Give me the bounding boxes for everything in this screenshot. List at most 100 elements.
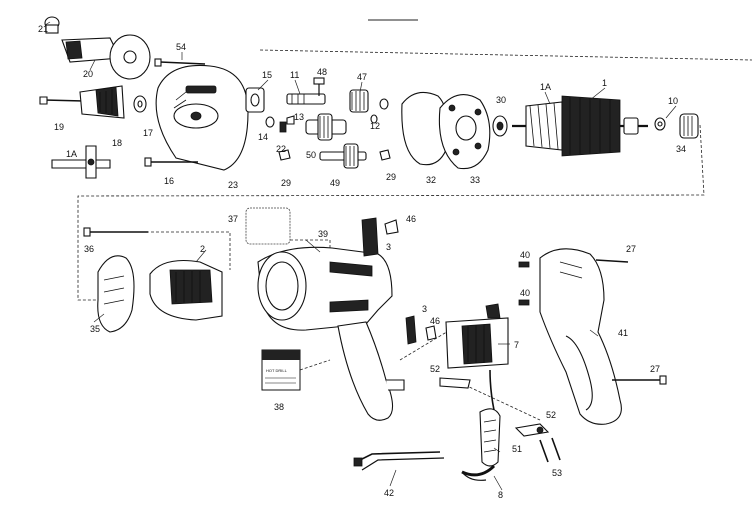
label-2: 2 bbox=[200, 244, 205, 254]
part-51-cord-guard bbox=[479, 408, 501, 467]
label-27b: 27 bbox=[650, 364, 660, 374]
part-27-screw-lower bbox=[612, 375, 667, 385]
part-37-label bbox=[245, 207, 291, 245]
assembly-line-top bbox=[259, 49, 752, 61]
label-1: 1 bbox=[602, 78, 607, 88]
part-35-baffle bbox=[97, 255, 135, 333]
label-17: 17 bbox=[143, 128, 153, 138]
part-42-lead bbox=[353, 451, 445, 471]
label-11: 11 bbox=[290, 70, 299, 80]
label-52a: 52 bbox=[430, 364, 440, 374]
part-16-screw bbox=[144, 157, 198, 167]
label-16: 16 bbox=[164, 176, 174, 186]
part-19-screw bbox=[39, 96, 85, 105]
part-40-screw-lower bbox=[518, 299, 530, 306]
label-7: 7 bbox=[514, 340, 519, 350]
part-46-brush-lower bbox=[425, 325, 437, 341]
label-1a-key: 1A bbox=[66, 149, 77, 159]
part-15-bearing bbox=[245, 87, 265, 113]
part-34-bearing bbox=[679, 113, 699, 139]
part-50-gear bbox=[305, 113, 347, 141]
part-18-chuck bbox=[79, 85, 125, 119]
label-49: 49 bbox=[330, 178, 340, 188]
label-10: 10 bbox=[668, 96, 678, 106]
part-20-side-handle bbox=[61, 34, 151, 80]
part-1-armature bbox=[512, 95, 648, 157]
assembly-line-38 bbox=[299, 359, 331, 371]
part-10-washer bbox=[654, 117, 666, 131]
label-19: 19 bbox=[54, 122, 64, 132]
label-27a: 27 bbox=[626, 244, 636, 254]
label-35: 35 bbox=[90, 324, 100, 334]
part-1a-chuck-key bbox=[51, 145, 111, 179]
label-3a: 3 bbox=[386, 242, 391, 252]
part-54-screw bbox=[154, 58, 206, 67]
part-41-handle-half bbox=[539, 248, 622, 425]
part-49-shaft bbox=[319, 143, 367, 169]
label-38: 38 bbox=[274, 402, 284, 412]
label-12: 12 bbox=[370, 121, 380, 131]
part-27-screw-upper bbox=[595, 259, 629, 263]
label-8: 8 bbox=[498, 490, 503, 500]
label-29b: 29 bbox=[386, 172, 396, 182]
part-3-brush-holder-upper bbox=[361, 217, 379, 257]
part-29-clip-right bbox=[379, 149, 391, 161]
part-21-knob bbox=[44, 16, 60, 34]
part-48-screw bbox=[313, 77, 325, 96]
label-14: 14 bbox=[258, 132, 268, 142]
label-13: 13 bbox=[294, 112, 304, 122]
part-30-bearing bbox=[492, 115, 508, 137]
label-42: 42 bbox=[384, 488, 394, 498]
label-15: 15 bbox=[262, 70, 272, 80]
part-14-washer bbox=[265, 116, 275, 128]
part-52-clamp-upper bbox=[439, 377, 471, 389]
label-40a: 40 bbox=[520, 250, 530, 260]
part-7-switch bbox=[445, 303, 509, 369]
part-52-clamp-lower bbox=[514, 423, 550, 437]
label-34: 34 bbox=[676, 144, 686, 154]
label-23: 23 bbox=[228, 180, 238, 190]
label-50: 50 bbox=[306, 150, 316, 160]
assembly-line-right bbox=[77, 124, 705, 301]
label-33: 33 bbox=[470, 175, 480, 185]
label-47: 47 bbox=[357, 72, 367, 82]
part-33-end-plate bbox=[438, 94, 491, 170]
label-40b: 40 bbox=[520, 288, 530, 298]
nameplate-line1: HOT DRILL bbox=[266, 368, 288, 373]
label-51: 51 bbox=[512, 444, 522, 454]
part-22-pin bbox=[279, 121, 287, 133]
label-30: 30 bbox=[496, 95, 506, 105]
label-46b: 46 bbox=[430, 316, 440, 326]
part-8-cord bbox=[461, 369, 496, 481]
label-29a: 29 bbox=[281, 178, 291, 188]
part-39-motor-housing bbox=[257, 246, 405, 421]
leader-lines bbox=[44, 21, 677, 491]
label-32: 32 bbox=[426, 175, 436, 185]
label-52b: 52 bbox=[546, 410, 556, 420]
part-40-screw-upper bbox=[518, 261, 530, 268]
part-17-washer bbox=[133, 95, 147, 113]
label-39: 39 bbox=[318, 229, 328, 239]
part-36-screw bbox=[83, 227, 148, 237]
part-11-spindle bbox=[286, 93, 326, 105]
part-47-gear bbox=[349, 89, 369, 113]
label-3b: 3 bbox=[422, 304, 427, 314]
label-48: 48 bbox=[317, 67, 327, 77]
label-20: 20 bbox=[83, 69, 93, 79]
label-18: 18 bbox=[112, 138, 122, 148]
label-37: 37 bbox=[228, 214, 238, 224]
assembly-line-52 bbox=[464, 384, 541, 421]
part-13-clip bbox=[286, 115, 295, 125]
part-23-gear-case bbox=[155, 64, 249, 171]
label-36: 36 bbox=[84, 244, 94, 254]
part-29-clip-left bbox=[278, 149, 291, 161]
label-46a: 46 bbox=[406, 214, 416, 224]
part-38-nameplate: HOT DRILL bbox=[261, 349, 301, 391]
label-53: 53 bbox=[552, 468, 562, 478]
label-21: 21 bbox=[38, 24, 48, 34]
label-41: 41 bbox=[618, 328, 628, 338]
part-12-washer bbox=[370, 98, 389, 124]
part-3-brush-holder-lower bbox=[405, 315, 417, 345]
label-54: 54 bbox=[176, 42, 186, 52]
